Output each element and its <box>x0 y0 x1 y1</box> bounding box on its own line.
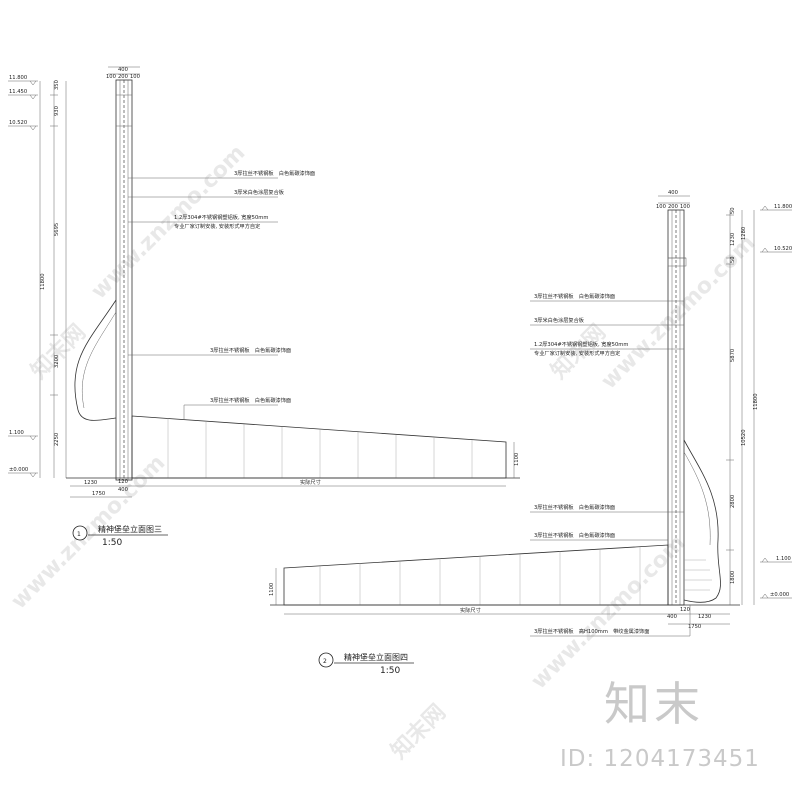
dim-label: 400 <box>667 614 677 620</box>
brand-watermark: 知末 <box>604 677 704 731</box>
dim-label: 11800 <box>40 273 46 290</box>
dim-label: 400 <box>118 67 128 73</box>
annotation: 3厚拉丝不锈钢板 白色氟碳漆饰面 <box>534 531 615 539</box>
vertical-dimensions-1: 350 930 5695 11800 3200 2250 <box>39 80 67 478</box>
level-label: 10.520 <box>774 246 792 252</box>
dim-label: 200 <box>118 74 128 80</box>
annotation: 3厚拉丝不锈钢板 白色氟碳漆饰面 <box>210 396 291 404</box>
dim-label: 100 <box>106 74 116 80</box>
annotation: 3厚米白色涂层复合板 <box>234 188 285 196</box>
dim-label: 1230 <box>730 233 736 246</box>
annotation: 3厚拉丝不锈钢板 高H100mm 带纹金属漆饰面 <box>534 627 649 635</box>
dim-label: 1100 <box>269 583 275 596</box>
actual-size-label: 实际尺寸 <box>300 478 321 486</box>
annotation: 专业厂家订制安装, 安装形式甲方自定 <box>534 349 620 357</box>
vertical-dimensions-2: 50 1230 1280 50 5870 11800 10520 2800 18… <box>726 207 759 605</box>
level-label: 1.100 <box>9 430 24 436</box>
watermark-site: www.znzmo.com <box>597 230 761 394</box>
annotations-1: 3厚拉丝不锈钢板 白色氟碳漆饰面 3厚米白色涂层复合板 1.2厚304#不锈钢钢… <box>128 169 315 420</box>
watermark-site: www.znzmo.com <box>87 140 251 304</box>
dim-label: 1750 <box>92 491 105 497</box>
elevation-3: 11.800 11.450 10.520 1.100 ±0.000 350 93… <box>8 66 520 548</box>
dim-label: 10520 <box>741 429 747 446</box>
dim-label: 3200 <box>54 355 60 368</box>
dim-label: 200 <box>668 204 678 210</box>
annotation: 专业厂家订制安装, 安装形式甲方自定 <box>174 222 260 230</box>
watermark-cn: 知末网 <box>386 699 451 764</box>
dim-label: 5695 <box>54 223 60 236</box>
level-label: 11.800 <box>9 75 27 81</box>
level-label: 11.800 <box>774 204 792 210</box>
dim-label: 1750 <box>688 624 701 630</box>
dim-label: 100 <box>656 204 666 210</box>
curved-blade-2 <box>683 439 721 603</box>
dim-label: 50 <box>730 256 736 263</box>
drawing-number: 1 <box>77 531 81 538</box>
annotation: 3厚拉丝不锈钢板 白色氟碳漆饰面 <box>534 292 615 300</box>
title-block-1: 1 精神堡垒立面图三 1:50 <box>72 524 168 548</box>
dim-label: 400 <box>118 487 128 493</box>
dim-label: 100 <box>680 204 690 210</box>
sloped-wall-1 <box>66 415 520 479</box>
dim-label: 5870 <box>730 349 736 362</box>
curved-blade-1 <box>74 299 117 421</box>
level-label: 11.450 <box>9 89 27 95</box>
level-markers-1: 11.800 11.450 10.520 1.100 ±0.000 <box>8 75 38 478</box>
drawing-title: 精神堡垒立面图四 <box>344 652 408 662</box>
annotations-2: 3厚拉丝不锈钢板 白色氟碳漆饰面 3厚米白色涂层复合板 1.2厚304#不锈钢钢… <box>530 292 691 637</box>
annotation: 3厚拉丝不锈钢板 白色氟碳漆饰面 <box>234 169 315 177</box>
top-dimensions-1: 400 100 200 100 <box>106 66 140 80</box>
actual-size-label: 实际尺寸 <box>460 606 481 614</box>
drawing-scale: 1:50 <box>102 538 122 548</box>
dim-label: 930 <box>54 106 60 116</box>
dim-label: 2800 <box>730 495 736 508</box>
dim-label: 1800 <box>730 571 736 584</box>
dim-label: 2250 <box>54 433 60 446</box>
annotation: 3厚拉丝不锈钢板 白色氟碳漆饰面 <box>210 346 291 354</box>
drawing-scale: 1:50 <box>380 666 400 676</box>
annotation: 3厚拉丝不锈钢板 白色氟碳漆饰面 <box>534 503 615 511</box>
dim-label: 400 <box>668 190 678 196</box>
level-label: ±0.000 <box>770 592 789 598</box>
sloped-wall-2 <box>270 544 740 606</box>
dim-label: 120 <box>118 479 128 485</box>
dim-label: 1230 <box>84 480 97 486</box>
elevation-4: 400 100 200 100 <box>269 190 792 676</box>
dim-label: 1100 <box>514 453 520 466</box>
dim-label: 120 <box>680 607 690 613</box>
level-label: 1.100 <box>776 556 791 562</box>
watermark-cn: 知末网 <box>26 319 91 384</box>
drawing-number: 2 <box>323 658 327 665</box>
level-label: ±0.000 <box>9 467 28 473</box>
dim-label: 1280 <box>741 227 747 240</box>
level-markers-2: 11.800 10.520 1.100 ±0.000 <box>760 204 792 599</box>
dim-label: 11800 <box>753 393 759 410</box>
level-label: 10.520 <box>9 120 27 126</box>
bottom-dimensions-1: 120 1230 400 1750 实际尺寸 <box>70 478 506 498</box>
bottom-dimensions-2: 实际尺寸 400 120 1230 1750 <box>284 606 730 630</box>
annotation: 1.2厚304#不锈钢钢塑铝板, 宽度50mm <box>534 340 628 348</box>
top-dimensions-2: 400 100 200 100 <box>656 190 690 210</box>
column-1 <box>115 79 133 481</box>
dim-label: 350 <box>54 80 60 90</box>
drawing-title: 精神堡垒立面图三 <box>98 524 162 534</box>
dim-label: 50 <box>730 207 736 214</box>
title-block-2: 2 精神堡垒立面图四 1:50 <box>318 652 414 676</box>
dim-label: 100 <box>130 74 140 80</box>
id-watermark: ID: 1204173451 <box>560 746 760 772</box>
annotation: 3厚米白色涂层复合板 <box>534 316 585 324</box>
dim-label: 1230 <box>698 614 711 620</box>
annotation: 1.2厚304#不锈钢钢塑铝板, 宽度50mm <box>174 213 268 221</box>
